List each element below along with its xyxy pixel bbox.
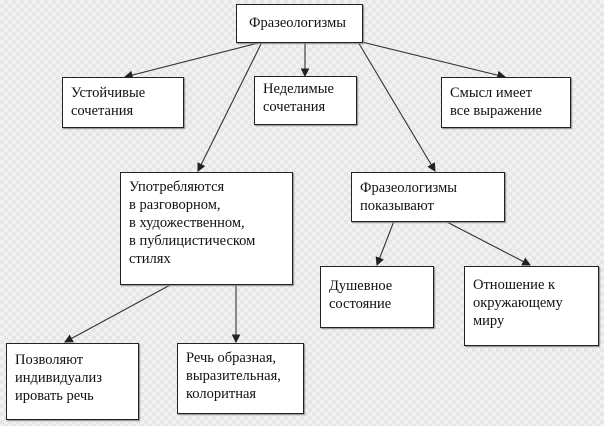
node-mental-state: Душевное состояние (320, 266, 434, 328)
arrow-root-to-meaning (361, 41, 507, 80)
arrow-root-to-usage (197, 41, 263, 172)
node-figurative-speech: Речь образная, выразительная, колоритная (177, 343, 304, 414)
node-whole-meaning: Смысл имеет все выражение (441, 77, 571, 128)
node-phraseologisms-show: Фразеологизмы показывают (351, 172, 505, 222)
node-individualize-speech: Позволяют индивидуализ ировать речь (6, 343, 139, 420)
node-root: Фразеологизмы (236, 4, 363, 43)
arrow-show-to-soul (375, 220, 395, 267)
node-stable-combinations: Устойчивые сочетания (62, 77, 184, 128)
node-attitude-to-world: Отношение к окружающему миру (464, 266, 599, 346)
arrow-show-to-attitude (444, 220, 531, 266)
node-indivisible-combinations: Неделимые сочетания (254, 76, 357, 125)
arrow-root-to-stable (123, 41, 263, 80)
arrow-usage-to-individualize (64, 283, 173, 343)
arrow-root-to-show (357, 41, 436, 172)
node-usage-styles: Употребляются в разговорном, в художеств… (120, 172, 293, 285)
